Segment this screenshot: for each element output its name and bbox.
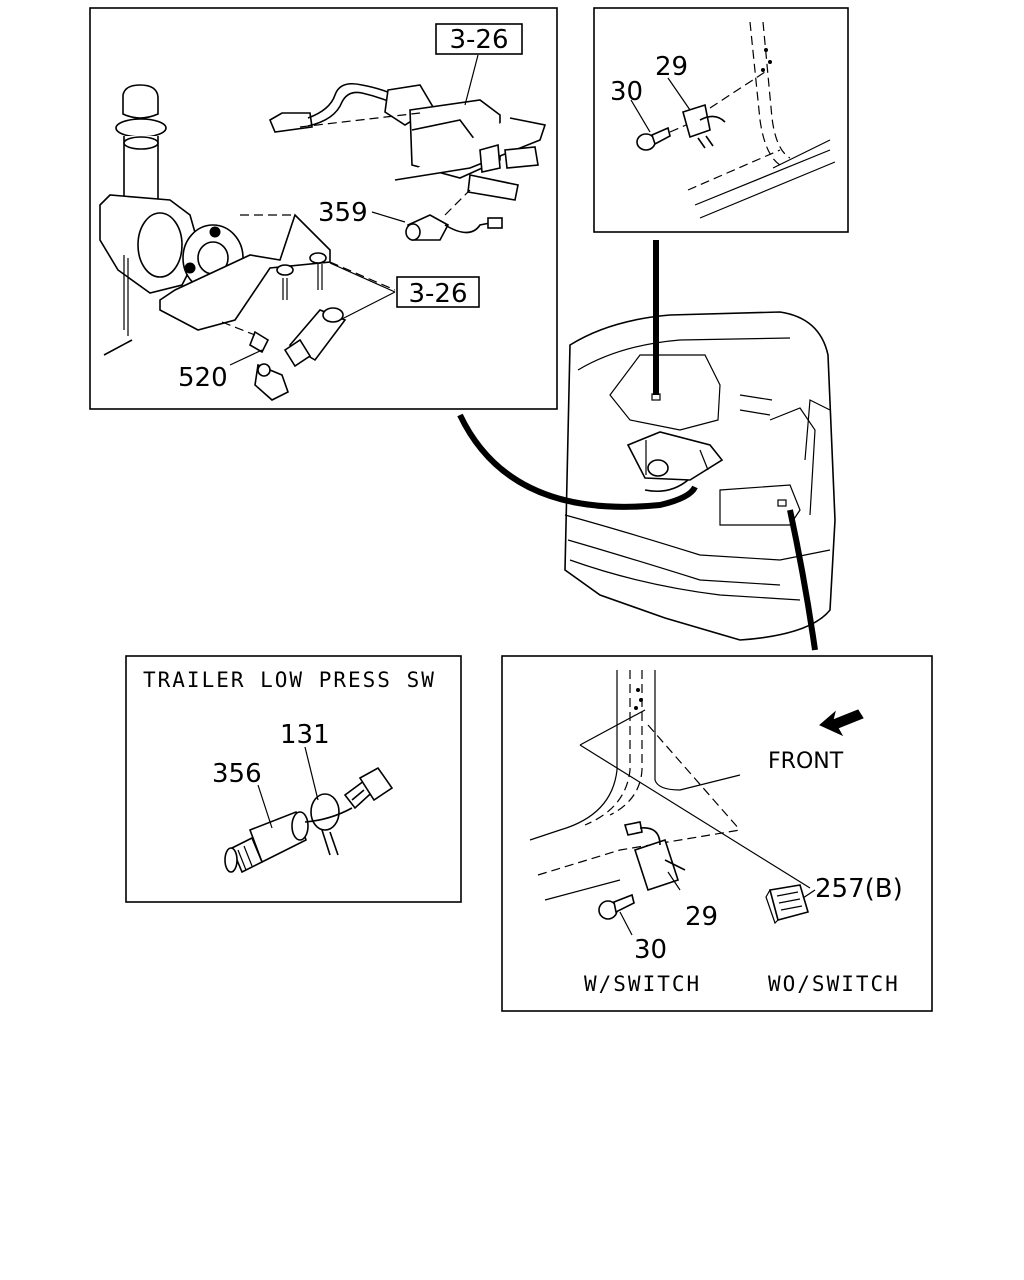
ref-3-26-lower: 3-26 xyxy=(408,279,467,309)
panel-frame xyxy=(125,655,462,903)
ref-257b: 257(B) xyxy=(815,874,903,904)
leader-131 xyxy=(304,746,319,801)
switch-29-bottom xyxy=(623,821,686,892)
bolt-30 xyxy=(636,124,687,151)
ref-29-bottom: 29 xyxy=(685,902,718,932)
ref-box-lower xyxy=(396,276,480,308)
caption-w-switch: W/SWITCH xyxy=(584,972,701,996)
ref-359: 359 xyxy=(318,198,368,228)
front-arrow-icon xyxy=(819,709,864,737)
leader-3-26-lower-a xyxy=(339,291,396,321)
clamp-131 xyxy=(304,793,353,856)
shift-knob xyxy=(115,84,167,201)
blank-cover-257b xyxy=(765,884,810,925)
pressure-switch-356 xyxy=(224,810,309,874)
leader-520 xyxy=(229,349,263,366)
sensor-359 xyxy=(405,189,503,241)
callout-arrows xyxy=(457,240,818,651)
connector-lower xyxy=(283,307,347,368)
panel-trailer-low-press-sw: TRAILER LOW PRESS SW 131 356 xyxy=(125,655,462,903)
shift-valve-body xyxy=(99,194,244,356)
bolt-30-bottom xyxy=(598,893,635,920)
mount-bracket xyxy=(159,213,396,331)
panel-title: TRAILER LOW PRESS SW xyxy=(143,668,436,692)
leader-356 xyxy=(257,784,273,829)
leader-257b xyxy=(802,889,816,899)
panel-gearshift-assembly: 3-26 359 3-26 520 xyxy=(89,7,558,410)
leader-359 xyxy=(371,211,406,223)
leader-30-bottom xyxy=(619,911,633,936)
ref-30-top: 30 xyxy=(610,77,643,107)
front-label: FRONT xyxy=(768,749,844,774)
panel-frame xyxy=(89,7,558,410)
panel-frame xyxy=(593,7,849,233)
connector-plug xyxy=(343,766,394,810)
ref-520: 520 xyxy=(178,363,228,393)
ref-30-bottom: 30 xyxy=(634,935,667,965)
fitting-520 xyxy=(221,321,289,401)
ref-131: 131 xyxy=(280,720,330,750)
leader-3-26-top xyxy=(464,54,479,106)
panel-dash-switch-mount: 29 30 xyxy=(593,7,849,233)
ref-3-26-top: 3-26 xyxy=(449,25,508,55)
leader-30 xyxy=(630,99,651,133)
vehicle-cab-overview xyxy=(564,311,836,641)
leader-29 xyxy=(667,77,691,111)
leader-3-26-lower-b xyxy=(329,262,396,293)
ref-box-top xyxy=(435,23,523,55)
ref-356: 356 xyxy=(212,759,262,789)
solenoid-assembly xyxy=(268,82,547,201)
caption-wo-switch: WO/SWITCH xyxy=(768,972,900,996)
panel-switch-options: FRONT 257(B) 29 30 W/SWITCH WO/SWITCH xyxy=(501,655,933,1012)
leader-29-bottom xyxy=(667,871,681,891)
switch-29 xyxy=(682,71,766,149)
ref-29-top: 29 xyxy=(655,52,688,82)
panel-frame xyxy=(501,655,933,1012)
